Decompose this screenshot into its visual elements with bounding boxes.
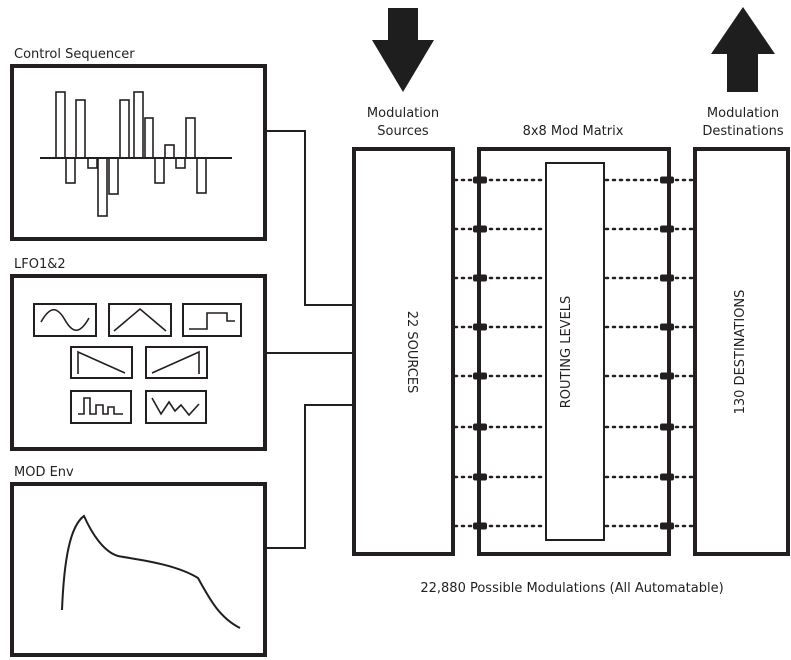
routing-connector-pad [473, 372, 487, 380]
routing-row [453, 274, 695, 282]
mod-env-title: MOD Env [14, 465, 74, 480]
routing-connector-pad [473, 225, 487, 233]
destinations-block [693, 147, 790, 556]
routing-connector-pad [473, 176, 487, 184]
env-connector [265, 404, 352, 549]
destinations-body: 130 DESTINATIONS [733, 290, 748, 415]
lfo-title: LFO1&2 [14, 257, 66, 272]
random-noise-icon [145, 390, 207, 424]
routing-connector-pad [660, 323, 674, 331]
routing-connector-pad [660, 225, 674, 233]
saw-up-icon [145, 346, 208, 379]
routing-rows [453, 176, 695, 530]
sources-heading-line1: Modulation [367, 106, 439, 121]
routing-connector-pad [473, 274, 487, 282]
routing-levels-label: ROUTING LEVELS [559, 296, 574, 409]
routing-connector-pad [473, 423, 487, 431]
sine-wave-icon [33, 303, 97, 337]
arrow-up-icon [711, 7, 775, 92]
sources-heading-line2: Sources [377, 124, 429, 139]
routing-row [453, 225, 695, 233]
sources-body: 22 SOURCES [404, 311, 419, 394]
matrix-block [477, 147, 671, 556]
sequencer-panel [10, 64, 267, 241]
random-step-icon [70, 390, 132, 424]
routing-row [453, 176, 695, 184]
destinations-heading-line1: Modulation [707, 106, 779, 121]
mod-env-panel [10, 482, 267, 657]
square-wave-icon [182, 303, 242, 337]
routing-connector-pad [660, 423, 674, 431]
routing-connector-pad [660, 274, 674, 282]
routing-connector-pad [473, 323, 487, 331]
envelope-curve-icon [61, 514, 241, 629]
sequencer-bars [55, 91, 207, 217]
routing-row [453, 522, 695, 530]
arrow-down-icon [372, 8, 434, 92]
routing-row [453, 372, 695, 380]
routing-row [453, 323, 695, 331]
routing-connector-pad [660, 176, 674, 184]
sequencer-title: Control Sequencer [14, 47, 135, 62]
saw-down-icon [70, 346, 133, 379]
destinations-heading-line2: Destinations [702, 124, 784, 139]
footer-caption: 22,880 Possible Modulations (All Automat… [420, 581, 723, 596]
routing-connector-pad [660, 473, 674, 481]
sources-block [352, 147, 455, 556]
sequencer-connector [265, 130, 352, 306]
routing-row [453, 473, 695, 481]
triangle-wave-icon [108, 303, 172, 337]
routing-levels-bar [545, 162, 605, 541]
routing-connector-pad [660, 372, 674, 380]
routing-connector-pad [660, 522, 674, 530]
matrix-heading: 8x8 Mod Matrix [523, 124, 624, 139]
routing-row [453, 423, 695, 431]
routing-connector-pad [473, 522, 487, 530]
lfo-panel [10, 274, 267, 451]
routing-connector-pad [473, 473, 487, 481]
